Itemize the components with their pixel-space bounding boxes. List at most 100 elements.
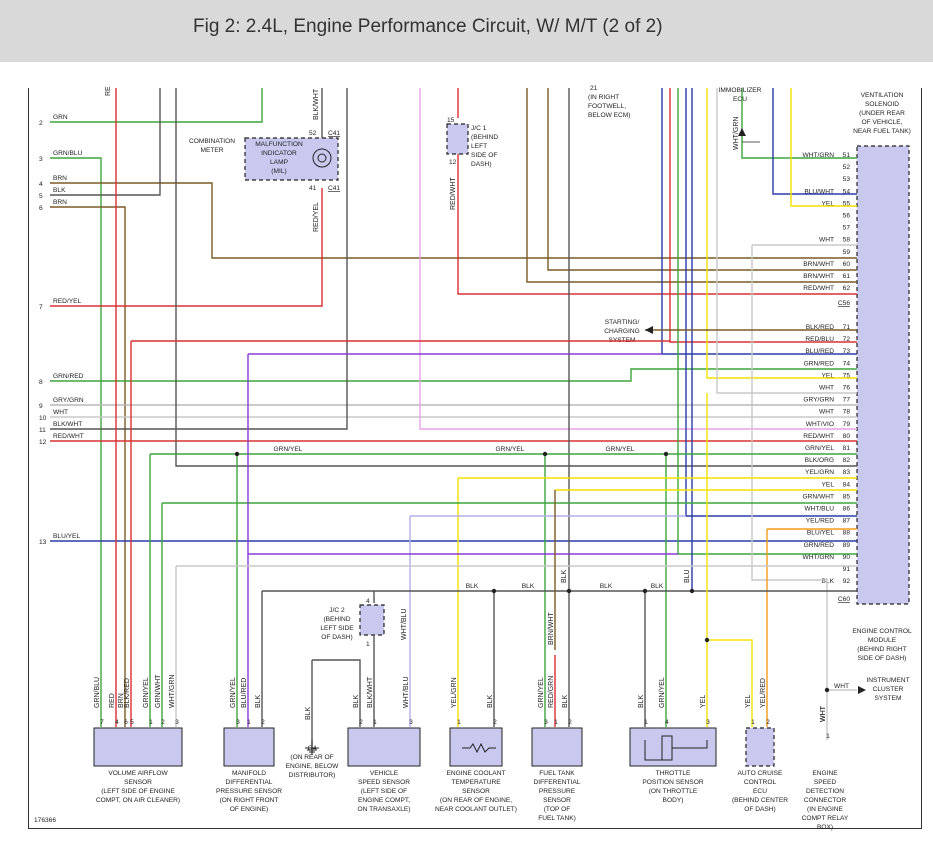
component-tps — [629, 727, 717, 767]
ecm-body — [856, 145, 910, 605]
jc2-box — [359, 604, 385, 636]
component-wire-label: BLK — [255, 694, 262, 708]
component-name-ect: TEMPERATURE — [451, 779, 501, 786]
ecm-name: MODULE — [868, 637, 897, 644]
component-wire-label: GRN/YEL — [143, 677, 150, 708]
component-pin-number: 3 — [706, 719, 710, 726]
bus-label-blu: BLU — [684, 569, 691, 583]
mil-lamp-filament — [317, 153, 327, 163]
ventilation-solenoid-label: OF VEHICLE, — [861, 119, 902, 126]
instrument-cluster-label: INSTRUMENT — [866, 677, 909, 684]
left-pin-number: 7 — [39, 304, 43, 311]
ecm-pin-number: 82 — [843, 457, 851, 464]
ecm-pin-wire-label: RED/WHT — [803, 285, 834, 292]
component-name-vaf: COMPT, ON AIR CLEANER) — [96, 797, 180, 804]
arrow-instrument-cluster — [858, 686, 866, 694]
jc1-box — [446, 123, 469, 155]
component-acc — [745, 727, 775, 767]
component-wire-label: GRN/YEL — [230, 677, 237, 708]
component-pin-number: 2 — [493, 719, 497, 726]
ecm-pin-wire-label: WHT/GRN — [803, 152, 835, 159]
ecm-pin-number: 59 — [843, 249, 851, 256]
instrument-wire-label: WHT — [834, 683, 849, 690]
mil-label: LAMP — [270, 159, 289, 166]
ecm-pin-number: 54 — [843, 188, 851, 195]
jc2-label: (BEHIND — [323, 616, 350, 623]
component-pin-number: 1 — [149, 719, 153, 726]
ecm-pin-wire-label: YEL/GRN — [805, 469, 834, 476]
component-pin-number: 1 — [247, 719, 251, 726]
component-pin-number: 3 — [236, 719, 240, 726]
tps-internal — [644, 740, 662, 761]
mil-lamp-icon — [312, 148, 332, 168]
component-pin-number: 1 — [826, 733, 830, 740]
component-name-tps: (ON THROTTLE — [649, 788, 698, 795]
component-name-vss: (LEFT SIDE OF — [361, 788, 407, 795]
left-pin-number: 2 — [39, 120, 43, 127]
component-pin-number: 2 — [359, 719, 363, 726]
jc1-desc: DASH) — [471, 161, 492, 168]
splice-blk-4 — [689, 588, 695, 594]
component-name-tps: POSITION SENSOR — [642, 779, 703, 786]
ecm-pin-number: 87 — [843, 518, 851, 525]
ecm-pin-number: 62 — [843, 285, 851, 292]
component-pin-number: 2 — [766, 719, 770, 726]
component-wire-label: YEL — [700, 695, 707, 708]
ventilation-solenoid-label: (UNDER REAR — [859, 110, 905, 117]
bus-label-grn-yel: GRN/YEL — [606, 446, 635, 453]
jc2-pin-top: 4 — [366, 598, 370, 605]
component-name-g4: ENGINE, BELOW — [286, 763, 340, 770]
component-name-tps: THROTTLE — [656, 770, 691, 777]
component-pin-number: 1 — [457, 719, 461, 726]
splice-wht-instrument — [824, 687, 830, 693]
ecm-pin-wire-label: WHT/VIO — [806, 421, 834, 428]
component-name-vss: ON TRANSAXLE) — [357, 806, 410, 813]
left-pin-number: 5 — [39, 193, 43, 200]
left-wire-label: BLK — [53, 187, 66, 194]
component-name-ect: ENGINE COOLANT — [447, 770, 506, 777]
right-footwell-label: FOOTWELL, — [588, 103, 626, 110]
component-name-mdp: MANIFOLD — [232, 770, 266, 777]
starting-charging-label: CHARGING — [604, 328, 640, 335]
splice-blk-3 — [642, 588, 648, 594]
component-vss — [347, 727, 421, 767]
immobilizer-label: ECU — [733, 96, 747, 103]
ecm-pin-number: 90 — [843, 554, 851, 561]
connector-c56-label: C56 — [838, 300, 850, 307]
right-footwell-label: (IN RIGHT — [588, 94, 619, 101]
label-wht-blu: WHT/BLU — [401, 609, 408, 641]
left-pin-number: 4 — [39, 181, 43, 188]
component-pin-number: 3 — [175, 719, 179, 726]
component-name-esd: CONNECTOR — [804, 797, 847, 804]
left-wire-label: GRN/RED — [53, 373, 84, 380]
left-pin-number: 11 — [39, 427, 46, 434]
bus-label-grn-yel: GRN/YEL — [496, 446, 525, 453]
jc2-label: OF DASH) — [321, 634, 353, 641]
ecm-pin-number: 74 — [843, 360, 851, 367]
component-name-mdp: PRESSURE SENSOR — [216, 788, 282, 795]
component-vaf — [93, 727, 183, 767]
ecm-pin-wire-label: BLU/WHT — [804, 188, 834, 195]
bus-label-blk: BLK — [600, 583, 613, 590]
left-wire-label: GRY/GRN — [53, 397, 84, 404]
component-wire-label: YEL — [745, 695, 752, 708]
ecm-pin-wire-label: BLU/YEL — [807, 530, 834, 537]
wire-wht-grn-51 — [741, 88, 857, 159]
component-name-acc: CONTROL — [744, 779, 777, 786]
component-name-g4: (ON REAR OF — [290, 754, 333, 761]
ecm-pin-number: 85 — [843, 493, 851, 500]
component-wire-label: WHT/GRN — [169, 675, 176, 708]
ecm-pin-number: 77 — [843, 397, 851, 404]
component-pin-number: 3 — [544, 719, 548, 726]
ecm-pin-wire-label: BRN/WHT — [803, 261, 834, 268]
ecm-pin-number: 72 — [843, 336, 851, 343]
combination-meter-label: METER — [200, 147, 223, 154]
ecm-pin-number: 78 — [843, 409, 851, 416]
ecm-pin-number: 89 — [843, 542, 851, 549]
top-cut-label-re: RE — [105, 86, 112, 96]
jc1-desc: SIDE OF — [471, 152, 497, 159]
left-wire-label: BLK/WHT — [53, 421, 82, 428]
component-name-vaf: SENSOR — [124, 779, 152, 786]
wire-blk-vss — [312, 659, 361, 727]
component-name-mdp: DIFFERENTIAL — [226, 779, 273, 786]
